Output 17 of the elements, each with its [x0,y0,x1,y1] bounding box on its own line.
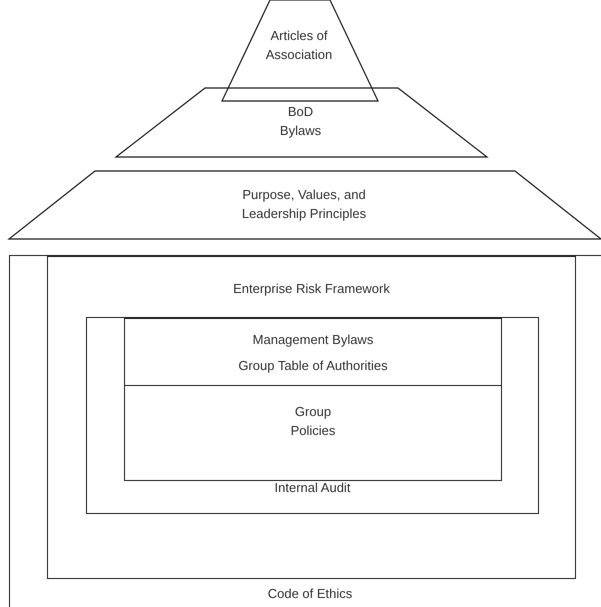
framework-label: Internal Audit [274,479,352,497]
framework-label: Group Table of Authorities [237,357,389,375]
framework-label: Articles of Association [264,27,334,64]
framework-label: Group Policies [290,403,336,440]
pyramid-tier [222,0,378,101]
framework-box [47,256,576,579]
framework-box [86,317,539,514]
framework-label: BoD Bylaws [278,103,322,140]
pyramid-tier [116,88,487,157]
framework-box [124,318,502,386]
framework-label: Code of Ethics [266,585,354,603]
framework-label: Enterprise Risk Framework [232,280,391,298]
framework-label: Purpose, Values, and Leadership Principles [240,186,368,223]
framework-box [124,385,502,481]
pyramid-tier [9,171,601,239]
framework-label: Management Bylaws [252,331,374,349]
framework-box [9,255,601,607]
